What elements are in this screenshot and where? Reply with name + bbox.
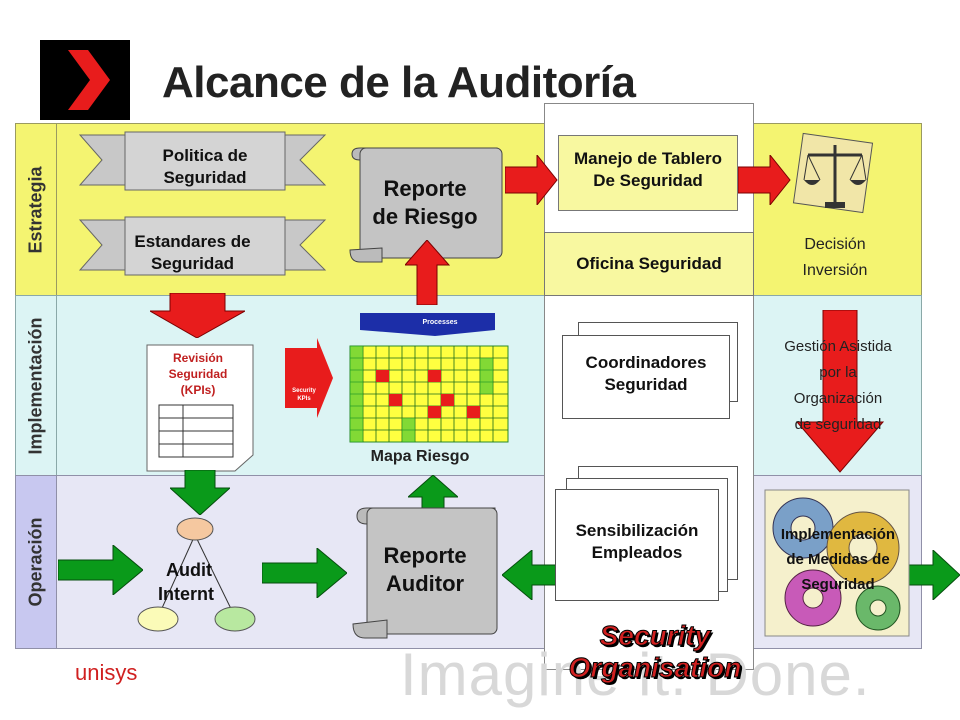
audit-triangle-diagram [137, 517, 256, 632]
review-document [146, 344, 254, 472]
processes-label: Processes [422, 319, 458, 326]
implementation-label-box: Implementación [15, 295, 57, 477]
brand-label: unisys [75, 660, 138, 685]
auditor-report-scroll [352, 507, 498, 639]
implementation-label: Implementación [25, 317, 46, 455]
operation-label: Operación [25, 517, 46, 607]
risk-report-scroll [349, 147, 503, 263]
green-arrow-to-auditor-report [262, 548, 347, 598]
green-arrow-from-awareness [502, 550, 557, 600]
audit-label: Audit Internt [158, 560, 214, 604]
red-arrow-down-to-review [150, 293, 245, 338]
red-arrow-to-decision [738, 155, 791, 205]
auditor-report-label: Reporte Auditor [383, 543, 467, 596]
review-label: Revisión Seguridad (KPIs) [168, 351, 228, 397]
strategy-label: Estrategia [25, 166, 46, 254]
security-organisation-label: Security Organisation [568, 620, 742, 684]
office-box: Oficina Seguridad [544, 232, 754, 296]
awareness-box: Sensibilización Empleados [555, 489, 719, 601]
dashboard-box: Manejo de Tablero De Seguridad [558, 135, 738, 211]
standards-label: Estandares de Seguridad [134, 232, 251, 273]
managed-label: Gestión Asistida por la Organización de … [784, 338, 892, 433]
green-arrow-out-measures [905, 550, 960, 600]
red-arrow-to-dashboard [505, 155, 558, 205]
page-title: Alcance de la Auditoría [162, 58, 636, 107]
logo [40, 40, 130, 120]
chevron-logo-icon [68, 50, 110, 110]
green-arrow-into-audit [58, 545, 143, 595]
policy-standards-ribbons [78, 131, 327, 276]
risk-map-label: Mapa Riesgo [370, 448, 470, 465]
red-arrow-up-to-risk-report [405, 240, 450, 305]
gears-picture [764, 489, 910, 637]
policy-label: Politica de Seguridad [162, 146, 248, 187]
decision-label: Decisión Inversión [802, 236, 868, 279]
strategy-label-box: Estrategia [15, 123, 57, 297]
red-arrow-down-to-measures [795, 310, 885, 473]
scales-icon [792, 132, 874, 214]
risk-map-grid [285, 313, 509, 443]
coordinators-box: Coordinadores Seguridad [562, 335, 730, 419]
risk-report-label: Reporte de Riesgo [372, 176, 478, 229]
green-arrow-up-to-review [170, 470, 230, 515]
tagline-watermark: Imagine it. Done. [400, 641, 871, 708]
measures-label: Implementación de Medidas de Seguridad [780, 526, 896, 593]
operation-label-box: Operación [15, 475, 57, 649]
security-kpis-label: Security KPIs [292, 388, 316, 402]
